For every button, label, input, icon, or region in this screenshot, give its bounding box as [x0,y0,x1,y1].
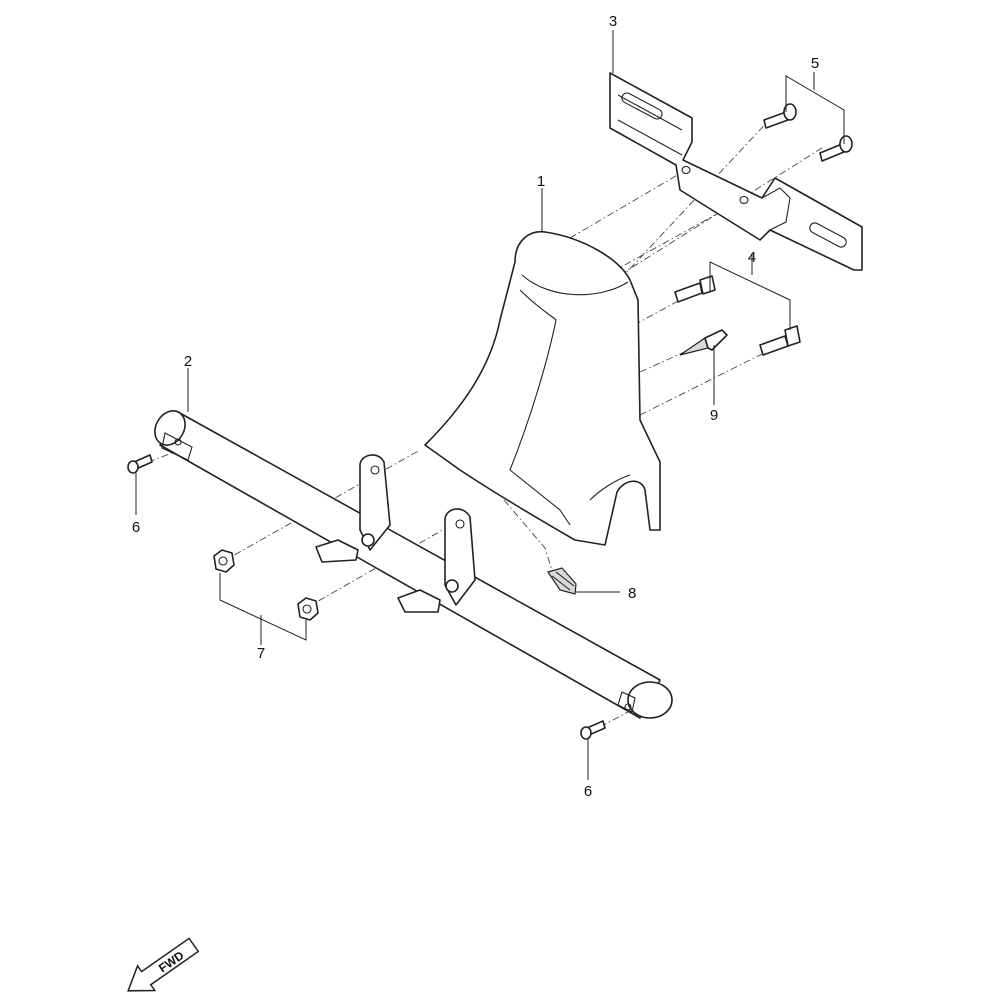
license-bracket [609,72,863,271]
callout-2: 2 [184,353,192,370]
screw-upper-2 [819,135,853,162]
mount-tab-left [315,454,391,563]
callout-3: 3 [609,13,617,30]
screw-right [580,720,606,740]
mount-tab-right [397,508,476,613]
spike-stud [679,329,728,356]
bolt-lower [759,325,801,356]
callout-6-right: 6 [584,783,592,800]
callout-1: 1 [537,173,545,190]
fwd-arrow-icon [127,937,200,992]
callout-8: 8 [628,585,636,602]
bolt-upper [674,275,716,303]
callout-5: 5 [811,55,819,72]
fwd-arrow: FWD [127,937,200,992]
callout-4: 4 [748,249,756,266]
callout-6-left: 6 [132,519,140,536]
screw-left [127,454,153,474]
screw-upper-1 [763,103,797,129]
leader-lines [135,30,845,780]
nut-upper [213,549,235,573]
cross-tube [154,410,673,719]
callout-labels: 3 5 1 4 2 9 6 8 7 6 [132,13,819,800]
clip [547,567,577,595]
callout-7: 7 [257,645,265,662]
callout-9: 9 [710,407,718,424]
rear-fender [424,231,661,546]
nut-lower [297,597,319,621]
